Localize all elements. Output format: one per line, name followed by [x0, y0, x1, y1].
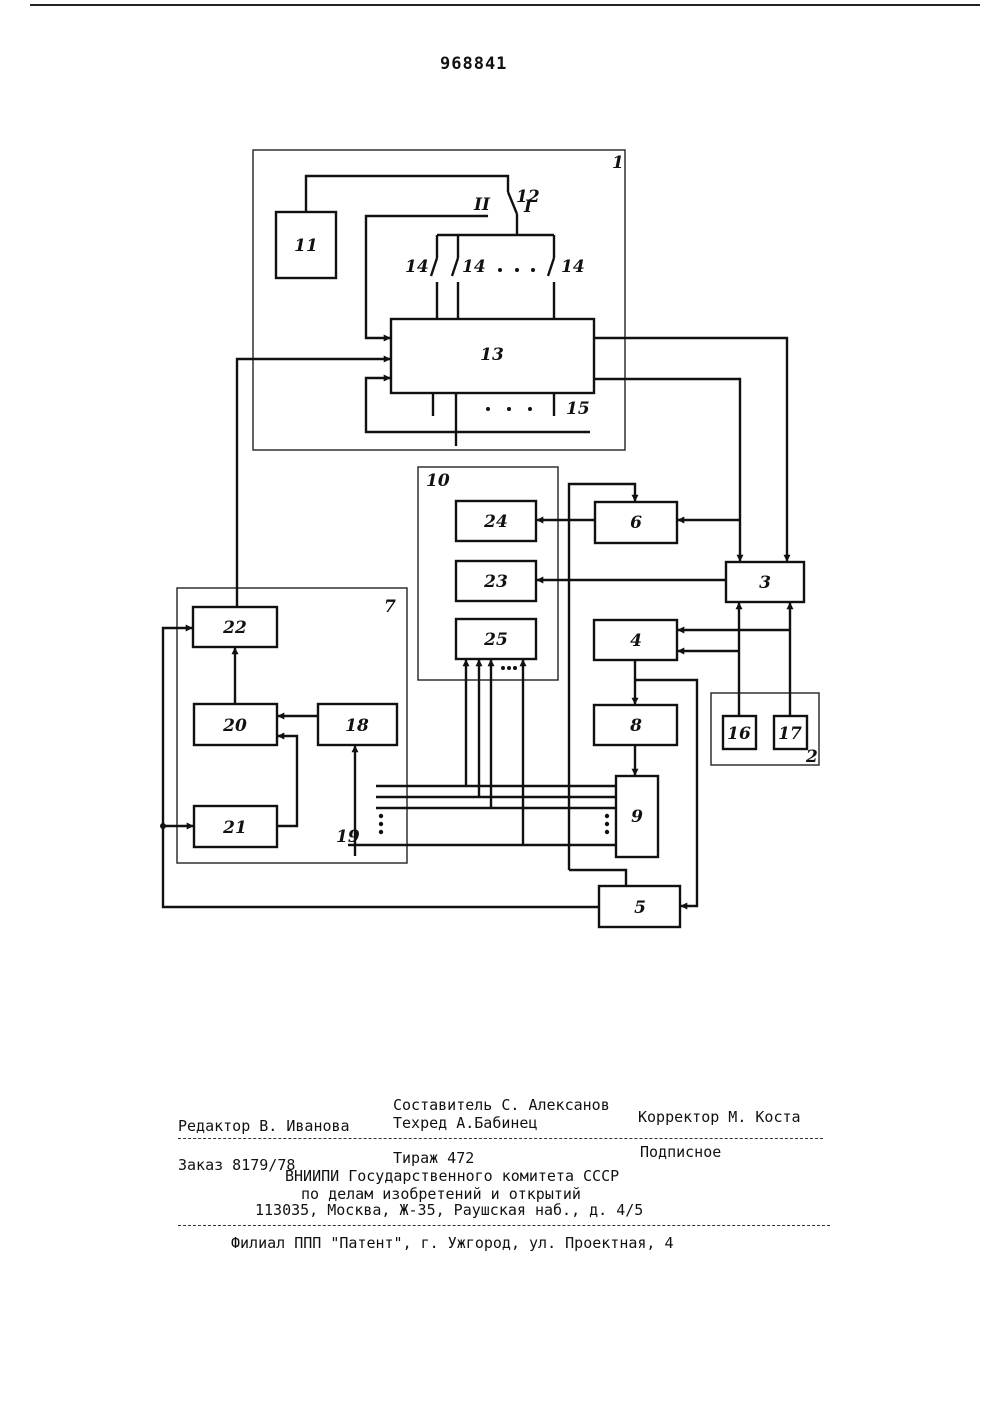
bus-dot-right-3: [605, 830, 609, 834]
block-4-label: 4: [630, 631, 642, 651]
key-14-c-label: 14: [561, 257, 585, 277]
block-18-label: 18: [345, 716, 369, 736]
block-17-label: 17: [778, 724, 802, 744]
block-25-label: 25: [483, 630, 508, 650]
compiler-line: Составитель С. Алексанов: [393, 1096, 610, 1114]
org-line-1: ВНИИПИ Государственного комитета СССР: [285, 1167, 619, 1185]
key-dot-3: [531, 268, 535, 272]
bus-19-label: 19: [336, 827, 360, 847]
rule-1: [178, 1138, 823, 1139]
block-11-label: 11: [294, 236, 318, 256]
bus-dot-left-2: [379, 822, 383, 826]
bus-dot-right-2: [605, 822, 609, 826]
bus-dot-right-1: [605, 814, 609, 818]
subscription-line: Подписное: [640, 1143, 721, 1161]
block-21-label: 21: [222, 818, 247, 838]
switch-12-pos2-label: II: [473, 195, 491, 215]
key-dot-2: [515, 268, 519, 272]
branch-line: Филиал ППП "Патент", г. Ужгород, ул. Про…: [231, 1234, 674, 1252]
block-24-label: 24: [483, 512, 508, 532]
key-14-a: [431, 235, 437, 318]
block-20-label: 20: [222, 716, 247, 736]
block-3-label: 3: [759, 573, 771, 593]
block-diagram: 1 10 7 2 11 13 24 23 25 6 3 4 8 9 5 16 1…: [0, 0, 1000, 1000]
order-line: Заказ 8179/78: [178, 1156, 295, 1174]
block-8-label: 8: [629, 716, 642, 736]
circulation-line: Тираж 472: [393, 1149, 474, 1167]
bus-25-dot-3: [513, 666, 517, 670]
block-5-label: 5: [634, 898, 646, 918]
bus-dot-left-1: [379, 814, 383, 818]
bus-25-dot-1: [501, 666, 505, 670]
block-16-label: 16: [727, 724, 751, 744]
group-7-label: 7: [384, 597, 396, 617]
switch-12-pos1-label: I: [523, 197, 533, 217]
rule-2: [178, 1225, 830, 1226]
key-14-b: [452, 235, 458, 318]
wire-loop-to-5: [569, 870, 626, 885]
editor-line: Редактор В. Иванова: [178, 1117, 350, 1135]
block-22-label: 22: [222, 618, 247, 638]
wire-21-to-20: [277, 736, 297, 826]
wire-5-to-22: [163, 628, 599, 907]
bus-dot-left-3: [379, 830, 383, 834]
group-1-label: 1: [612, 153, 624, 173]
address-line: 113035, Москва, Ж-35, Раушская наб., д. …: [255, 1201, 643, 1219]
block-6-label: 6: [630, 513, 642, 533]
block-13-label: 13: [480, 345, 504, 365]
block-9-label: 9: [631, 807, 643, 827]
key-14-c: [548, 235, 554, 318]
out-15-label: 15: [566, 399, 590, 419]
key-14-a-label: 14: [405, 257, 429, 277]
out-dot-2: [507, 407, 511, 411]
block-23-label: 23: [483, 572, 508, 592]
group-10-label: 10: [426, 471, 450, 491]
out-dot-3: [528, 407, 532, 411]
out-dot-1: [486, 407, 490, 411]
key-14-b-label: 14: [462, 257, 486, 277]
junction-5: [160, 823, 166, 829]
techeditor-line: Техред А.Бабинец: [393, 1114, 538, 1132]
key-dot-1: [498, 268, 502, 272]
bus-25-dot-2: [507, 666, 511, 670]
corrector-line: Корректор М. Коста: [638, 1108, 801, 1126]
